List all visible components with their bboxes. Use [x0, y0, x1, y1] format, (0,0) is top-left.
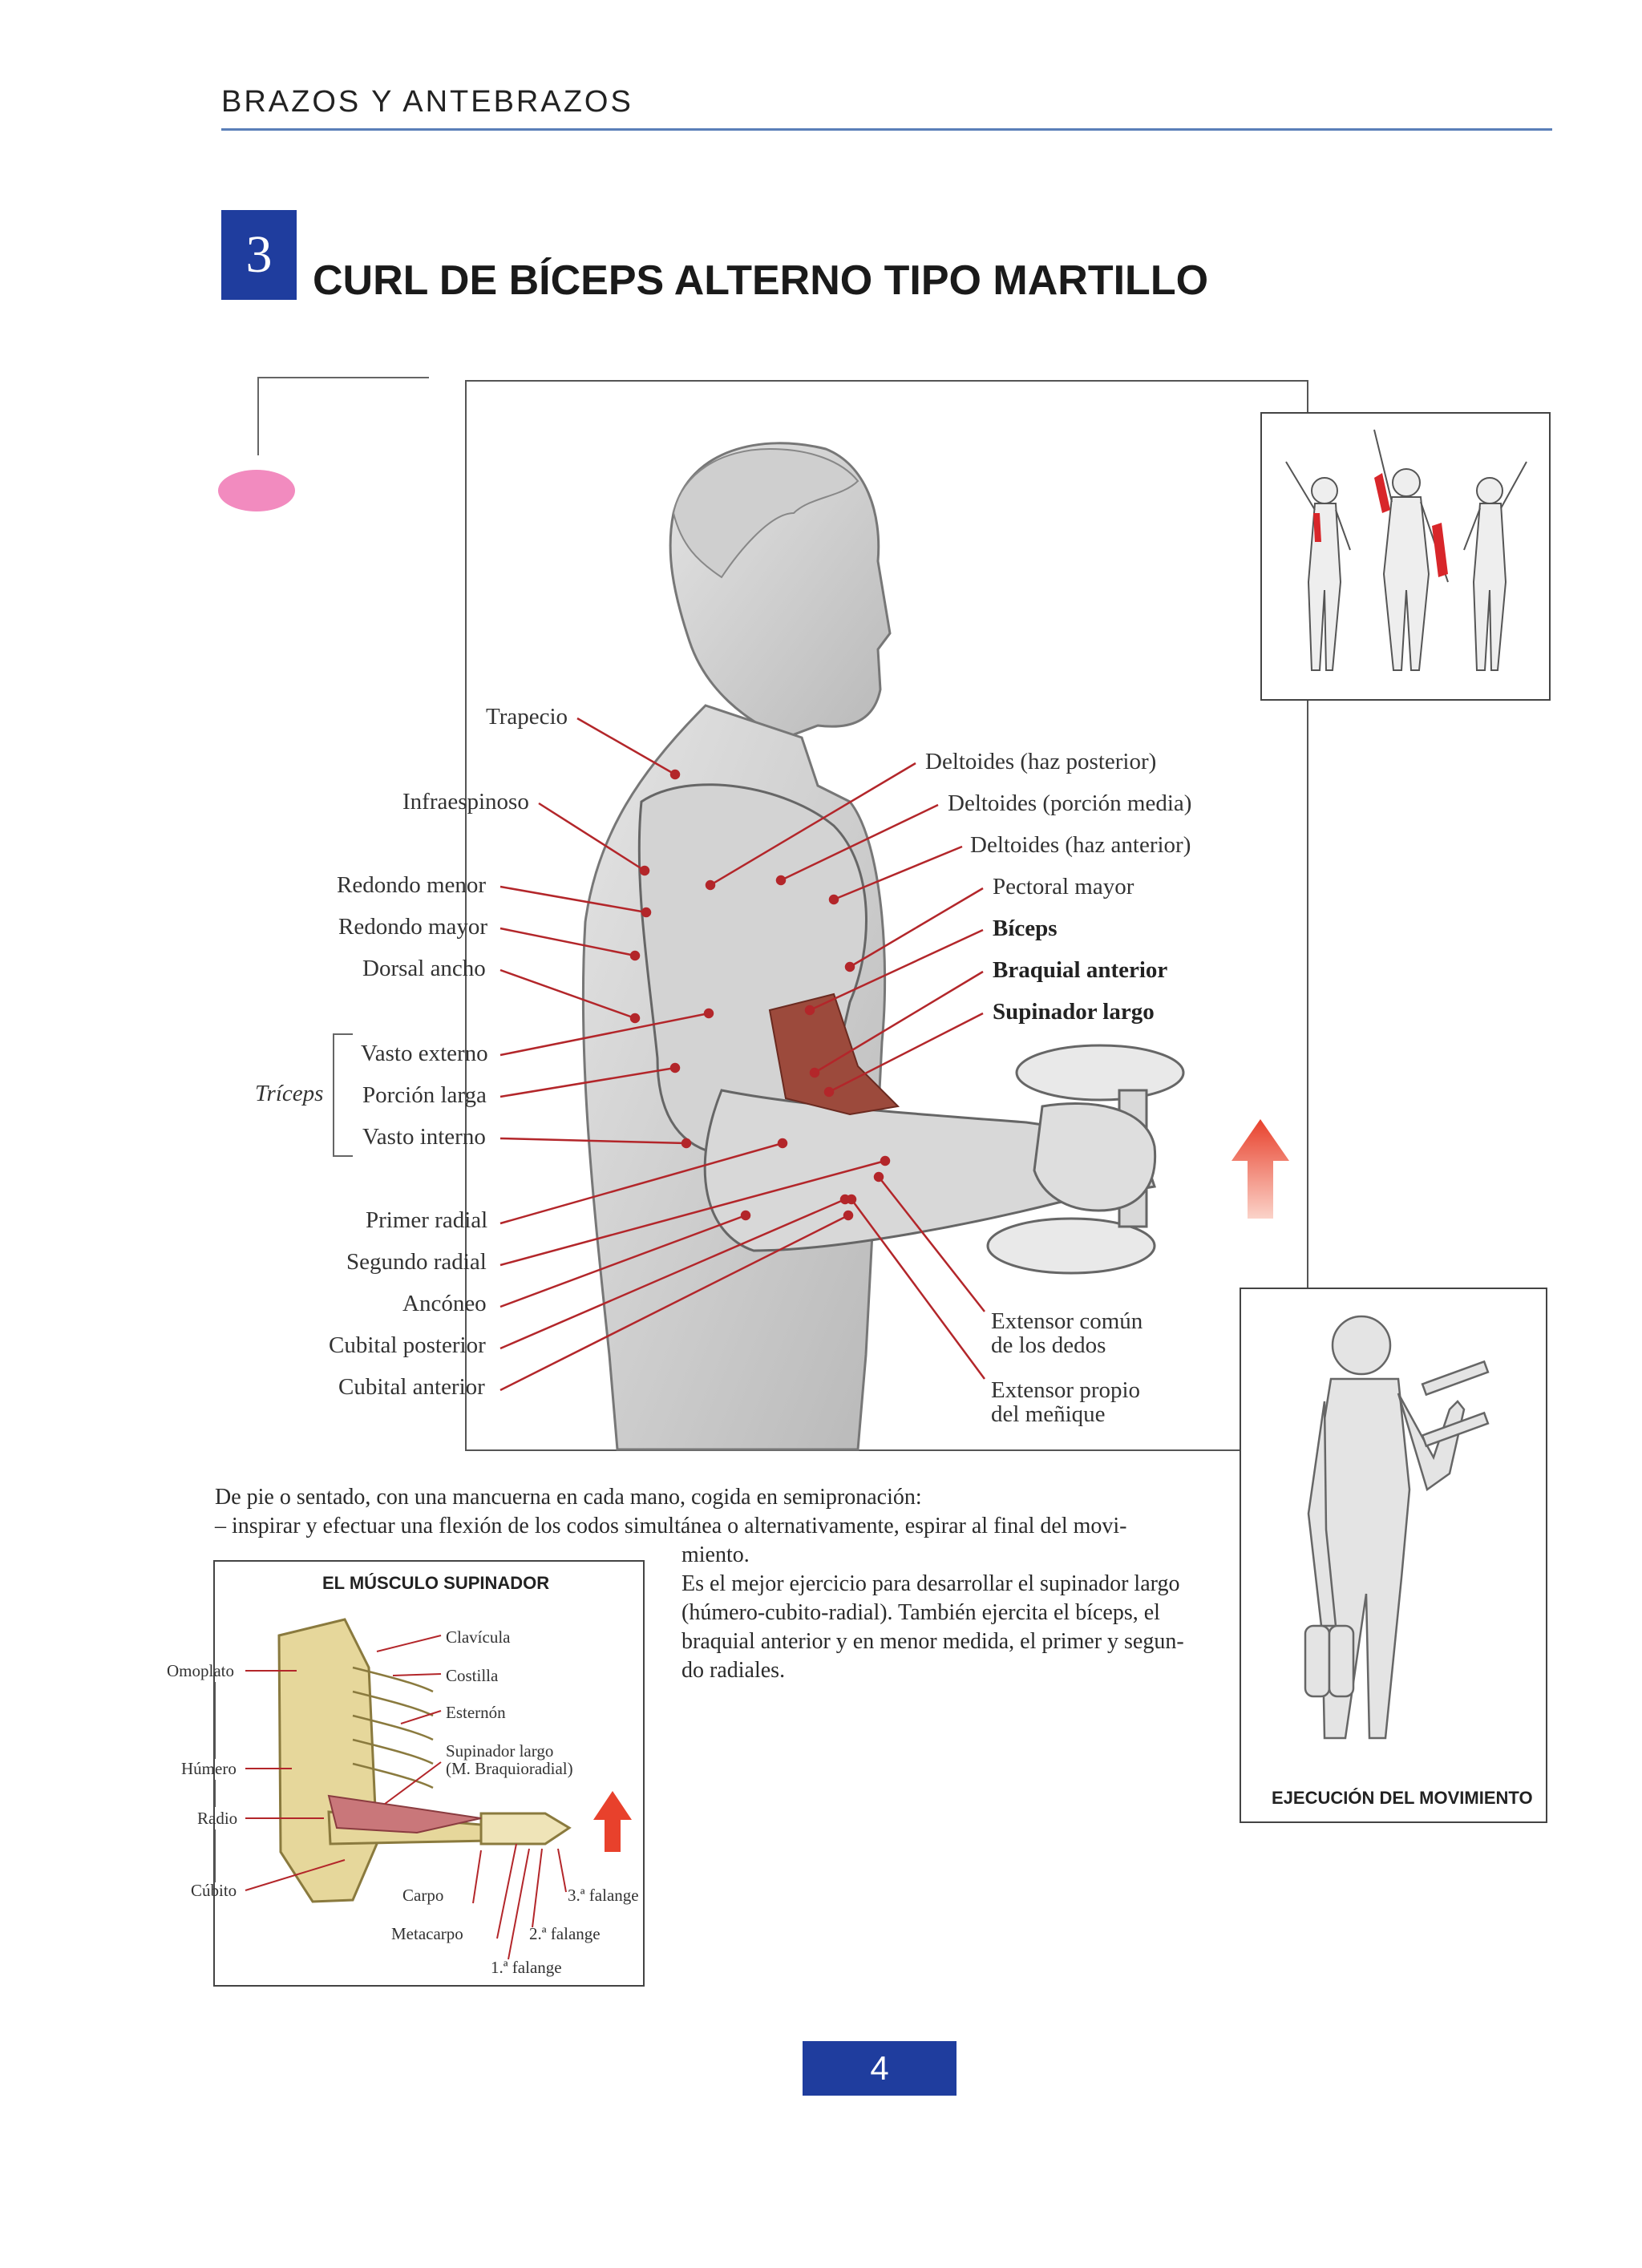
label-extensor-propio-2: del meñique	[991, 1401, 1106, 1427]
execution-figure-icon	[1304, 1315, 1490, 1740]
skeleton-label-costilla: Costilla	[446, 1666, 499, 1685]
description-note-3: braquial anterior y en menor medida, el …	[681, 1629, 1184, 1654]
label-dorsal-ancho: Dorsal ancho	[362, 956, 486, 981]
label-extensor-comun-2: de los dedos	[991, 1332, 1106, 1358]
skeleton-label-falange-1: 1.ª falange	[491, 1958, 562, 1977]
skeleton-label-esternon: Esternón	[446, 1703, 506, 1722]
description-note-2: (húmero-cubito-radial). También ejercita…	[681, 1600, 1160, 1625]
skeleton-label-cubito: Cúbito	[191, 1881, 237, 1900]
running-head: BRAZOS Y ANTEBRAZOS	[221, 85, 633, 119]
label-cubital-anterior: Cubital anterior	[338, 1374, 485, 1400]
label-extensor-propio-1: Extensor propio	[991, 1377, 1141, 1403]
skeleton-label-carpo: Carpo	[402, 1886, 444, 1905]
label-braquial-anterior: Braquial anterior	[993, 957, 1168, 983]
description-note-1: Es el mejor ejercicio para desarrollar e…	[681, 1571, 1180, 1596]
up-arrow-red	[1232, 1119, 1289, 1219]
label-vasto-externo: Vasto externo	[361, 1041, 488, 1066]
label-porcion-larga: Porción larga	[362, 1082, 487, 1108]
skeleton-label-falange-3: 3.ª falange	[568, 1886, 639, 1905]
skeleton-label-supinador-1: Supinador largo	[446, 1741, 554, 1761]
label-anconeo: Ancóneo	[402, 1291, 487, 1316]
up-arrow-small	[593, 1791, 632, 1852]
figure-frame-right	[1307, 380, 1308, 1289]
page-number: 4	[803, 2041, 956, 2096]
figure-frame-top	[465, 380, 1308, 382]
description-note-4: do radiales.	[681, 1658, 786, 1683]
label-vasto-interno: Vasto interno	[362, 1124, 486, 1150]
label-segundo-radial: Segundo radial	[346, 1249, 487, 1275]
skeleton-label-falange-2: 2.ª falange	[529, 1924, 601, 1943]
label-supinador-largo: Supinador largo	[993, 999, 1155, 1025]
description-intro: De pie o sentado, con una mancuerna en c…	[215, 1485, 922, 1510]
label-deltoides-posterior: Deltoides (haz posterior)	[925, 749, 1157, 774]
execution-caption: EJECUCIÓN DEL MOVIMIENTO	[1272, 1788, 1533, 1808]
braquial-muscle	[768, 993, 900, 1116]
label-cubital-posterior: Cubital posterior	[329, 1332, 486, 1358]
description-step-line1: – inspirar y efectuar una flexión de los…	[215, 1514, 1127, 1538]
label-infraespinoso: Infraespinoso	[402, 789, 529, 815]
head-shape	[669, 442, 892, 739]
skeleton-label-supinador-2: (M. Braquioradial)	[446, 1759, 573, 1778]
figure-frame-left	[465, 380, 467, 1451]
label-extensor-comun-1: Extensor común	[991, 1308, 1143, 1334]
pink-tab-marker	[218, 470, 295, 511]
label-trapecio: Trapecio	[486, 704, 568, 730]
skeleton-label-metacarpo: Metacarpo	[391, 1924, 463, 1943]
label-deltoides-anterior: Deltoides (haz anterior)	[970, 832, 1191, 858]
muscle-map-thumbnail	[1260, 412, 1551, 701]
label-primer-radial: Primer radial	[366, 1207, 488, 1233]
label-biceps: Bíceps	[993, 916, 1058, 941]
skeleton-label-radio: Radio	[197, 1809, 238, 1828]
supinator-box-title: EL MÚSCULO SUPINADOR	[322, 1573, 550, 1593]
exercise-title: CURL DE BÍCEPS ALTERNO TIPO MARTILLO	[313, 257, 1209, 304]
tab-bracket	[257, 377, 429, 455]
skeleton-label-humero: Húmero	[181, 1759, 237, 1778]
supinator-muscle	[327, 1794, 482, 1834]
execution-box: EJECUCIÓN DEL MOVIMIENTO	[1240, 1288, 1547, 1823]
exercise-number: 3	[221, 210, 297, 300]
skeleton-label-omoplato: Omoplato	[167, 1661, 234, 1680]
skeleton-label-clavicula: Clavícula	[446, 1627, 511, 1647]
label-redondo-mayor: Redondo mayor	[338, 914, 488, 940]
label-redondo-menor: Redondo menor	[337, 872, 487, 898]
header-rule	[221, 128, 1552, 131]
description-step-line2: miento.	[681, 1542, 750, 1567]
label-triceps-group: Tríceps	[255, 1081, 324, 1106]
label-deltoides-media: Deltoides (porción media)	[948, 790, 1192, 816]
fist-shape	[1033, 1102, 1157, 1212]
label-pectoral-mayor: Pectoral mayor	[993, 874, 1134, 900]
muscle-figures-icon	[1285, 429, 1527, 671]
